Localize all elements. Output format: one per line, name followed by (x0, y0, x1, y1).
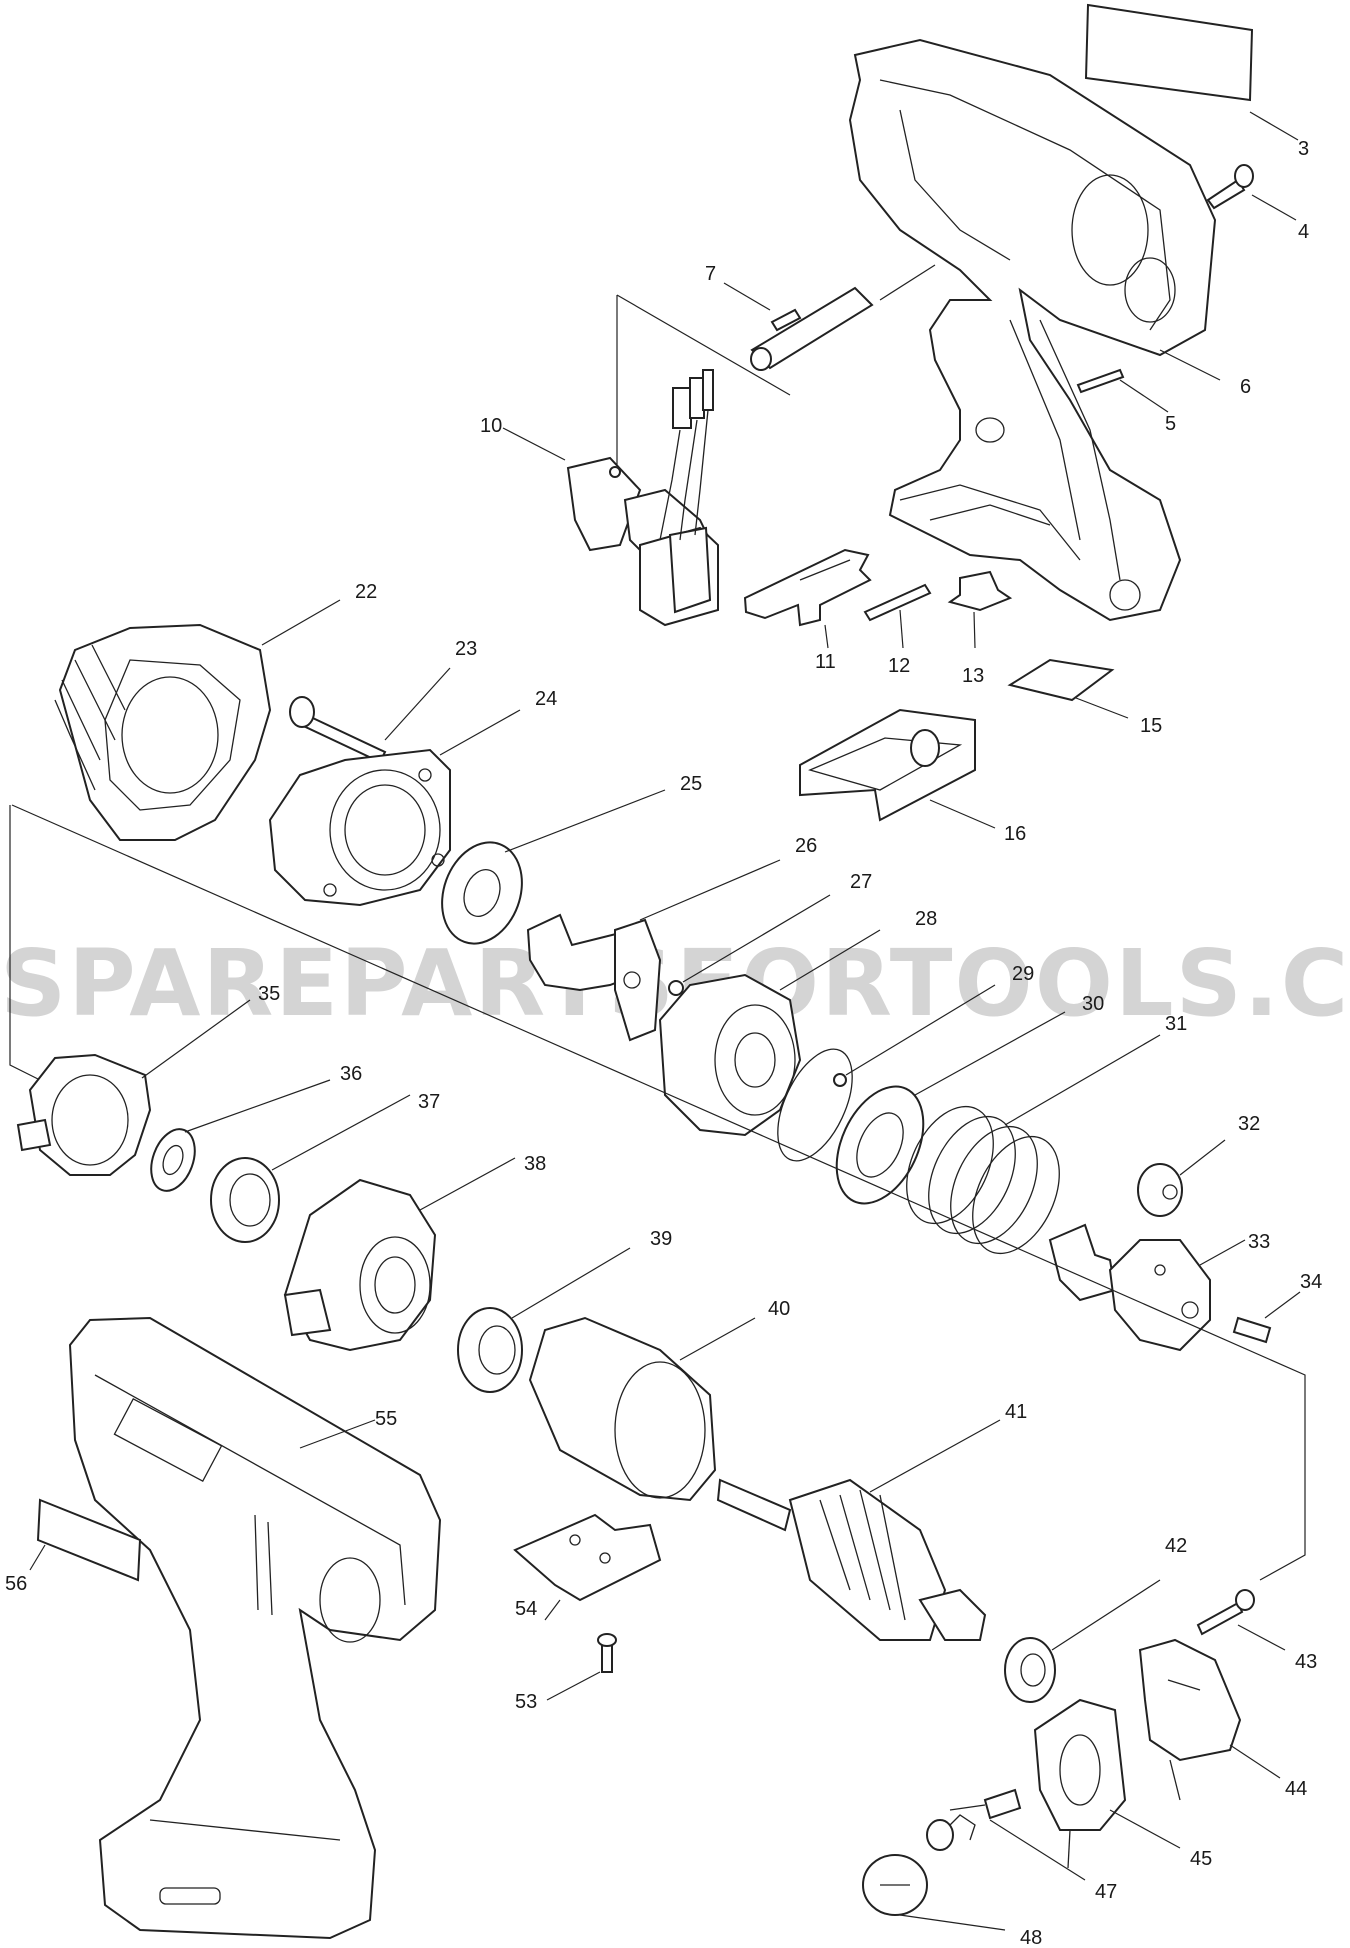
part-29-ball-ring (777, 984, 996, 1162)
label-30: 30 (1082, 993, 1104, 1015)
part-16-terminal-block (799, 708, 996, 829)
part-32-gear (1137, 1139, 1226, 1217)
label-22: 22 (355, 581, 377, 603)
label-35: 35 (258, 983, 280, 1005)
label-54: 54 (515, 1598, 537, 1620)
label-48: 48 (1020, 1927, 1042, 1948)
label-44: 44 (1285, 1778, 1307, 1800)
label-29: 29 (1012, 963, 1034, 985)
part-12-spring (863, 583, 932, 649)
part-10-switch (502, 369, 719, 627)
part-13-clip (947, 570, 1013, 649)
label-6: 6 (1240, 376, 1251, 398)
part-45-brush-holder (1033, 1698, 1181, 1869)
part-48-brush-cap (862, 1854, 1006, 1931)
part-6-housing-half (848, 38, 1217, 622)
label-32: 32 (1238, 1113, 1260, 1135)
assembly-bracket-lines (9, 804, 1306, 1581)
part-47-carbon-brush (926, 1788, 1086, 1881)
part-41-armature (716, 1419, 1001, 1641)
part-31-spring (906, 1034, 1161, 1255)
label-4: 4 (1298, 221, 1309, 243)
label-25: 25 (680, 773, 702, 795)
label-40: 40 (768, 1298, 790, 1320)
part-43-screw (1196, 1589, 1286, 1651)
part-22-front-cover (54, 599, 341, 841)
label-27: 27 (850, 871, 872, 893)
label-28: 28 (915, 908, 937, 930)
part-28-hammer (658, 929, 881, 1137)
label-43: 43 (1295, 1651, 1317, 1673)
label-55: 55 (375, 1408, 397, 1430)
part-40-magnet-housing (528, 1316, 756, 1502)
label-5: 5 (1165, 413, 1176, 435)
label-12: 12 (888, 655, 910, 677)
part-35-ring (16, 999, 251, 1176)
label-24: 24 (535, 688, 557, 710)
part-44-brush-holder (1138, 1638, 1281, 1801)
part-38-gear-housing (283, 1157, 516, 1352)
label-26: 26 (795, 835, 817, 857)
part-56-label-sticker (29, 1498, 142, 1582)
label-56: 56 (5, 1573, 27, 1595)
part-34-pin (1232, 1291, 1301, 1344)
leader-6 (1159, 349, 1221, 381)
label-36: 36 (340, 1063, 362, 1085)
label-53: 53 (515, 1691, 537, 1713)
label-10: 10 (480, 415, 502, 437)
part-23-bolt (289, 667, 451, 764)
part-42-bearing (1004, 1579, 1161, 1703)
label-37: 37 (418, 1091, 440, 1113)
part-26-anvil (526, 859, 781, 1042)
part-25-washer (441, 789, 666, 945)
part-27-steel-ball (668, 894, 831, 996)
label-31: 31 (1165, 1013, 1187, 1035)
label-47: 47 (1095, 1881, 1117, 1903)
part-7-lever (723, 264, 936, 371)
part-number-labels: 3 4 5 6 7 10 11 12 13 15 16 22 23 24 25 … (5, 138, 1322, 1948)
switch-group-bracket (616, 294, 791, 470)
label-38: 38 (524, 1153, 546, 1175)
part-24-hammer-case (268, 709, 521, 907)
part-15-pad (1007, 658, 1129, 719)
label-16: 16 (1004, 823, 1026, 845)
part-37-bearing (210, 1094, 411, 1243)
label-13: 13 (962, 665, 984, 687)
label-34: 34 (1300, 1271, 1322, 1293)
part-11-slide (743, 548, 872, 649)
label-23: 23 (455, 638, 477, 660)
part-33-spindle (1048, 1223, 1246, 1352)
label-39: 39 (650, 1228, 672, 1250)
part-36-washer (150, 1079, 331, 1192)
part-53-screw (546, 1633, 617, 1701)
part-5-pin (1076, 368, 1169, 413)
label-11: 11 (815, 651, 836, 673)
label-45: 45 (1190, 1848, 1212, 1870)
label-33: 33 (1248, 1231, 1270, 1253)
label-42: 42 (1165, 1535, 1187, 1557)
part-39-bearing (457, 1247, 631, 1393)
part-55-housing-half (68, 1316, 442, 1940)
part-30-washer (835, 1011, 1066, 1205)
part-4-screw (1206, 164, 1297, 221)
label-41: 41 (1005, 1401, 1027, 1423)
label-7: 7 (705, 263, 716, 285)
label-15: 15 (1140, 715, 1162, 737)
label-3: 3 (1298, 138, 1309, 160)
part-3-label-sticker (1084, 3, 1299, 141)
part-54-insulator-plate (513, 1513, 662, 1621)
